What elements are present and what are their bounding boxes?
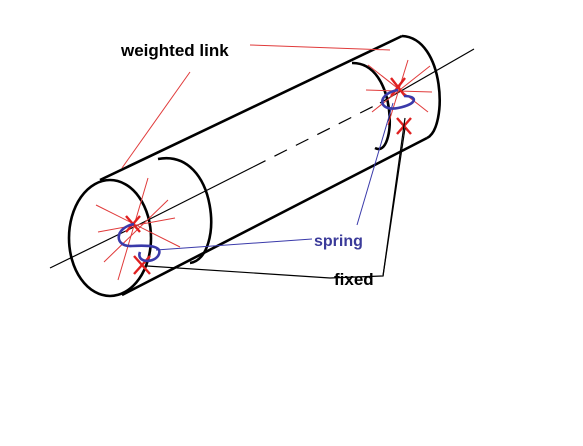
- cylinder-joint-right: [351, 61, 391, 151]
- fixed-label: fixed: [334, 270, 374, 289]
- right-spring-icon: [380, 88, 416, 110]
- spring-label: spring: [314, 233, 363, 250]
- cylinder-top-edge: [99, 34, 403, 182]
- left-spring-icon: [117, 222, 161, 263]
- cylinder-joint-left: [157, 157, 213, 265]
- weighted-link-pointers: [121, 44, 391, 169]
- weighted-link-label: weighted link: [120, 41, 229, 60]
- cylinder-left-end: [67, 178, 153, 298]
- weighted-link-cylinder: [67, 34, 441, 298]
- cylinder-bottom-edge: [121, 136, 428, 297]
- left-fixed-cross-icon: [133, 255, 151, 275]
- cylinder-right-end: [401, 34, 441, 140]
- left-end-marks: [95, 177, 181, 281]
- right-pivot-cross-icon: [390, 77, 406, 97]
- spring-pointers: [155, 102, 394, 251]
- pivot-axis: [49, 48, 475, 269]
- fixed-pointers: [146, 117, 406, 279]
